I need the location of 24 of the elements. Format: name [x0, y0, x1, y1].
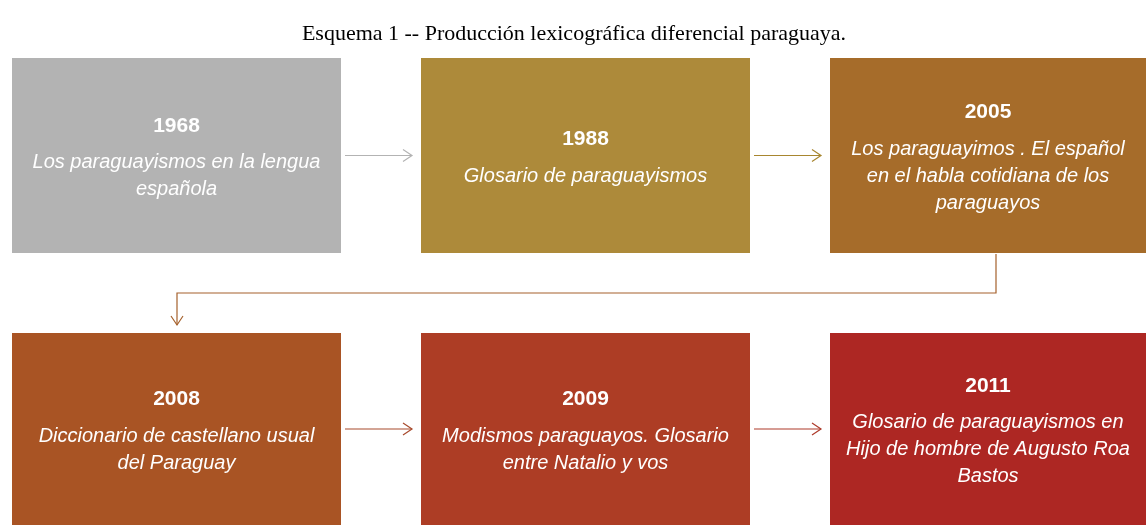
title-text: Los paraguayimos . El español en el habla cotidiana de los paraguayos — [850, 135, 1126, 215]
title-text: Modismos paraguayos. Glosario entre Natalio y vos — [441, 422, 730, 475]
timeline-box — [12, 58, 341, 253]
timeline-box — [12, 333, 341, 525]
arrow — [344, 422, 413, 436]
title-text: Glosario de paraguayismos en Hijo de hombre de Augusto Roa Bastos — [845, 409, 1131, 489]
year-label: 2011 — [965, 371, 1011, 398]
title-text: Glosario de paraguayismos — [463, 162, 708, 188]
title-text: Diccionario de castellano usual del Paraguay — [37, 422, 316, 475]
timeline-box — [830, 333, 1146, 525]
year-label: 2009 — [562, 385, 609, 412]
timeline-box — [421, 58, 750, 253]
year-label: 1968 — [153, 111, 200, 138]
year-label: 2008 — [153, 385, 200, 412]
title-text: Los paraguayismos en la lengua española — [31, 149, 322, 202]
year-label: 2005 — [964, 98, 1012, 125]
timeline-box — [421, 333, 750, 525]
arrow — [344, 148, 413, 163]
year-label: 1988 — [562, 125, 609, 152]
arrow — [170, 253, 997, 326]
title: Esquema 1 -- Producción lexicográfica diferencial paraguaya. — [300, 19, 848, 47]
arrow — [753, 148, 822, 163]
arrow — [753, 422, 822, 436]
timeline-box — [830, 58, 1146, 253]
